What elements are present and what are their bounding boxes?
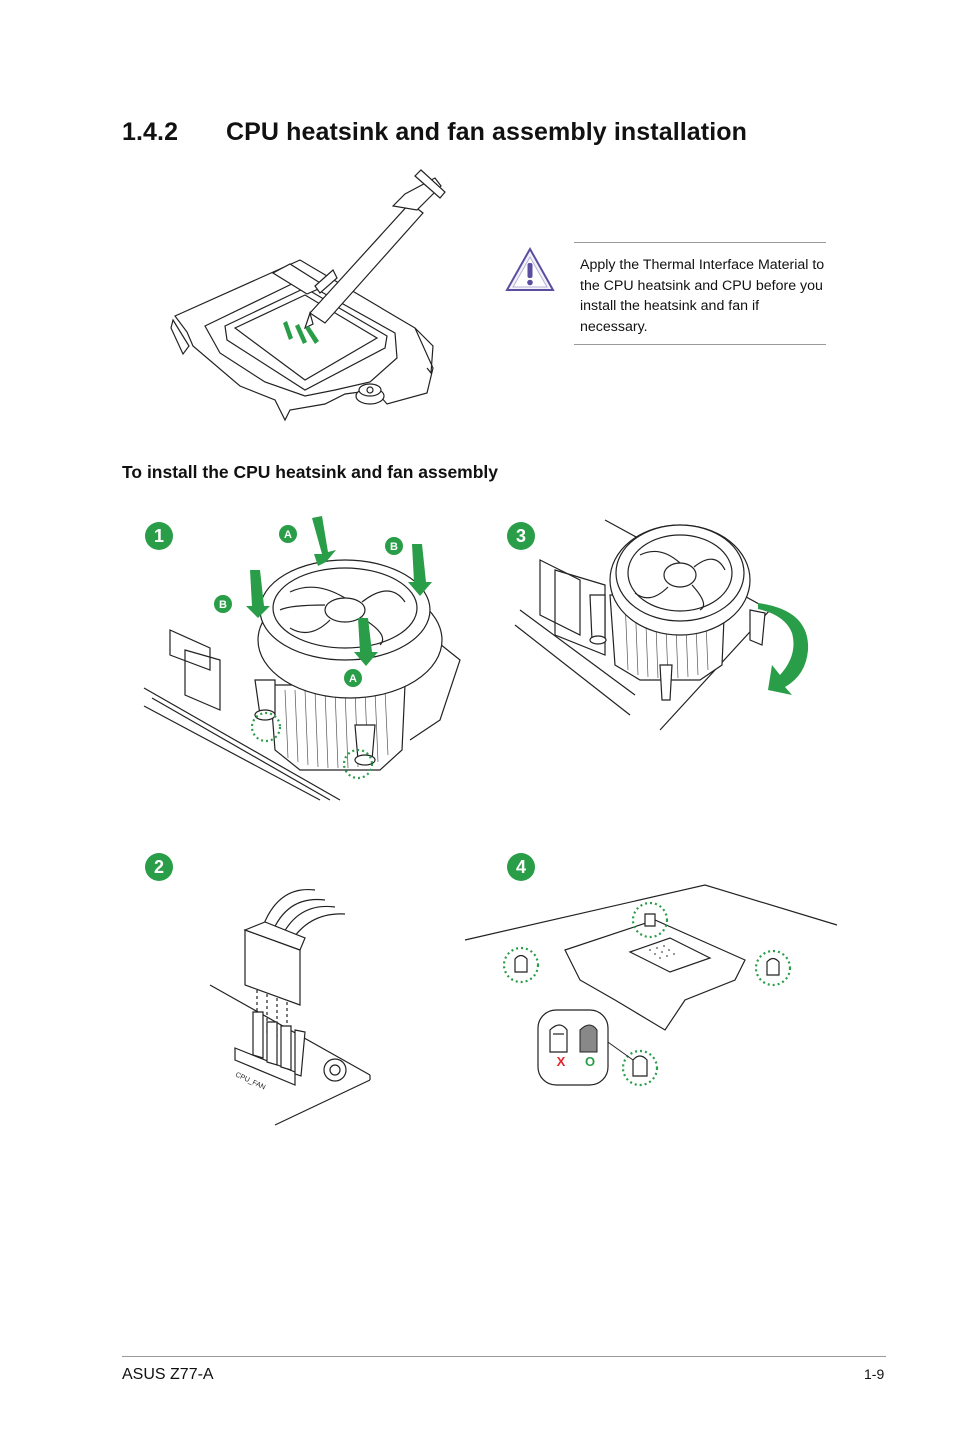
cpu-fan-label: CPU_FAN	[234, 1071, 266, 1091]
step-2-illustration: CPU_FAN	[209, 888, 371, 1126]
section-title-text: CPU heatsink and fan assembly installati…	[226, 118, 748, 146]
procedure-heading: To install the CPU heatsink and fan asse…	[122, 462, 499, 482]
caution-note: Apply the Thermal Interface Material to …	[574, 242, 826, 345]
label-a-bottom: A	[349, 673, 357, 685]
caution-note-text: Apply the Thermal Interface Material to …	[580, 257, 825, 335]
step-1-illustration: A B B A	[143, 516, 461, 801]
label-b-right: B	[390, 541, 398, 553]
section-title: 1.4.2 CPU heatsink and fan assembly insta…	[122, 118, 747, 147]
step-3-illustration	[514, 519, 809, 731]
step-4-badge: 4	[507, 853, 535, 881]
step-3-badge: 3	[507, 522, 535, 550]
footer-model: ASUS Z77-A	[122, 1366, 214, 1383]
label-a-top: A	[284, 529, 292, 541]
footer-divider	[122, 1356, 886, 1357]
label-b-left: B	[219, 599, 227, 611]
right-mark: O	[585, 1054, 595, 1069]
wrong-mark: X	[557, 1054, 566, 1069]
thermal-paste-illustration	[170, 169, 446, 422]
footer-page-number: 1-9	[864, 1366, 885, 1382]
step-1-badge: 1	[145, 522, 173, 550]
step-4-illustration: X O	[464, 884, 838, 1087]
section-number: 1.4.2	[122, 118, 179, 146]
warning-icon	[505, 246, 555, 291]
step-2-badge: 2	[145, 853, 173, 881]
